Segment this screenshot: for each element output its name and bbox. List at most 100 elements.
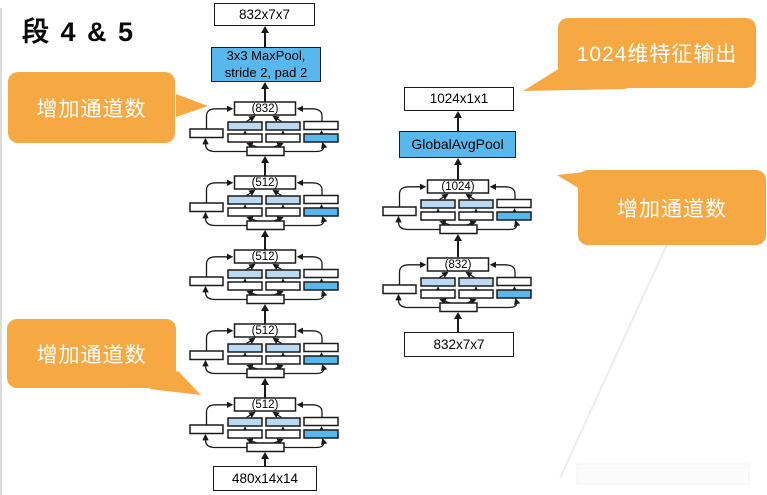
shape-text: 832x7x7 (433, 336, 485, 352)
module-channel-label: (512) (251, 176, 279, 189)
inception-module-graphic (189, 397, 339, 453)
conv-1x1-left-box (382, 284, 417, 295)
inception-module: (512) (189, 323, 341, 381)
inception-module: (512) (189, 249, 341, 307)
module-channel-label: (512) (251, 398, 279, 411)
input-split-box (246, 368, 285, 379)
maxpool-branch-box (496, 289, 532, 299)
maxpool-branch-box (303, 133, 339, 143)
concat-label-box (233, 175, 297, 190)
right-input-shape-box: 832x7x7 (404, 332, 514, 357)
conv-5x5-box (458, 199, 494, 209)
inception-module: (832) (189, 101, 341, 159)
conv-5x5-box (458, 277, 494, 287)
concat-label-box (233, 323, 297, 338)
input-split-box (246, 146, 285, 157)
inception-module-graphic (189, 101, 339, 157)
callout-text: 增加通道数 (36, 97, 147, 121)
conv-1x1-right-box (303, 194, 339, 205)
conv-5x5-box (265, 343, 301, 353)
input-split-box (439, 302, 478, 313)
concat-label-box (233, 397, 297, 412)
conv-3x3-box (227, 417, 263, 427)
left-maxpool-box: 3x3 MaxPool, stride 2, pad 2 (211, 47, 321, 82)
conv-3x3-box (227, 269, 263, 279)
conv-3x3-box (227, 121, 263, 131)
conv-1x1-left-box (189, 202, 224, 213)
maxpool-branch-box (303, 355, 339, 365)
reduce-1x1-box-b (265, 207, 301, 217)
conv-3x3-box (420, 199, 456, 209)
reduce-1x1-box-b (458, 289, 494, 299)
conv-3x3-box (420, 277, 456, 287)
shape-text: 832x7x7 (238, 6, 291, 22)
inception-module-graphic (189, 323, 339, 379)
reduce-1x1-box-a (227, 133, 263, 143)
conv-1x1-left-box (382, 206, 417, 217)
right-globalavgpool-box: GlobalAvgPool (399, 131, 516, 158)
conv-1x1-right-box (496, 198, 532, 209)
module-channel-label: (832) (444, 258, 472, 271)
callout-increase-channels-top-left: 增加通道数 (8, 72, 175, 143)
shape-text: 480x14x14 (231, 470, 299, 486)
reduce-1x1-box-b (458, 211, 494, 221)
conv-1x1-right-box (303, 342, 339, 353)
conv-1x1-left-box (189, 424, 224, 435)
left-input-shape-box: 480x14x14 (213, 466, 317, 491)
conv-1x1-right-box (496, 276, 532, 287)
conv-5x5-box (265, 417, 301, 427)
callout-text: 1024维特征输出 (576, 43, 738, 66)
maxpool-branch-box (303, 281, 339, 291)
module-channel-label: (832) (251, 102, 279, 115)
right-output-shape-box: 1024x1x1 (404, 87, 514, 111)
callout-tail-top-left (176, 94, 208, 117)
input-split-box (439, 224, 478, 235)
conv-1x1-right-box (303, 120, 339, 131)
inception-module-graphic (189, 175, 339, 231)
maxpool-branch-box (303, 207, 339, 217)
input-split-box (246, 220, 285, 231)
slide-edge-line (0, 8, 2, 495)
conv-3x3-box (227, 195, 263, 205)
conv-1x1-right-box (303, 268, 339, 279)
reduce-1x1-box-a (227, 207, 263, 217)
reduce-1x1-box-b (265, 133, 301, 143)
conv-5x5-box (265, 269, 301, 279)
reduce-1x1-box-b (265, 281, 301, 291)
input-split-box (246, 442, 285, 453)
module-channel-label: (512) (251, 324, 279, 337)
conv-1x1-left-box (189, 276, 224, 287)
module-channel-label: (1024) (441, 180, 475, 193)
inception-module: (512) (189, 175, 341, 233)
pool-text-line2: stride 2, pad 2 (224, 64, 308, 80)
left-output-shape-box: 832x7x7 (214, 3, 315, 26)
input-split-box (246, 294, 285, 305)
inception-module-graphic (189, 249, 339, 305)
callout-tail-bottom-left (149, 371, 201, 395)
reduce-1x1-box-b (265, 355, 301, 365)
inception-module-graphic (382, 179, 532, 235)
inception-module-graphic (382, 257, 532, 313)
reduce-1x1-box-b (265, 429, 301, 439)
reduce-1x1-box-a (420, 211, 456, 221)
module-channel-label: (512) (251, 250, 279, 263)
conv-1x1-right-box (303, 416, 339, 427)
maxpool-branch-box (496, 211, 532, 221)
concat-label-box (426, 257, 490, 272)
reduce-1x1-box-a (420, 289, 456, 299)
inception-module: (512) (189, 397, 341, 455)
concat-label-box (233, 249, 297, 264)
callout-text: 增加通道数 (617, 197, 727, 221)
inception-module: (1024) (382, 179, 534, 237)
conv-5x5-box (265, 121, 301, 131)
maxpool-branch-box (303, 429, 339, 439)
concat-label-box (426, 179, 490, 194)
conv-5x5-box (265, 195, 301, 205)
callout-increase-channels-bottom-left: 增加通道数 (7, 319, 176, 388)
callout-feature-output: 1024维特征输出 (558, 18, 756, 88)
reduce-1x1-box-a (227, 281, 263, 291)
reduce-1x1-box-a (227, 355, 263, 365)
conv-1x1-left-box (189, 128, 224, 139)
